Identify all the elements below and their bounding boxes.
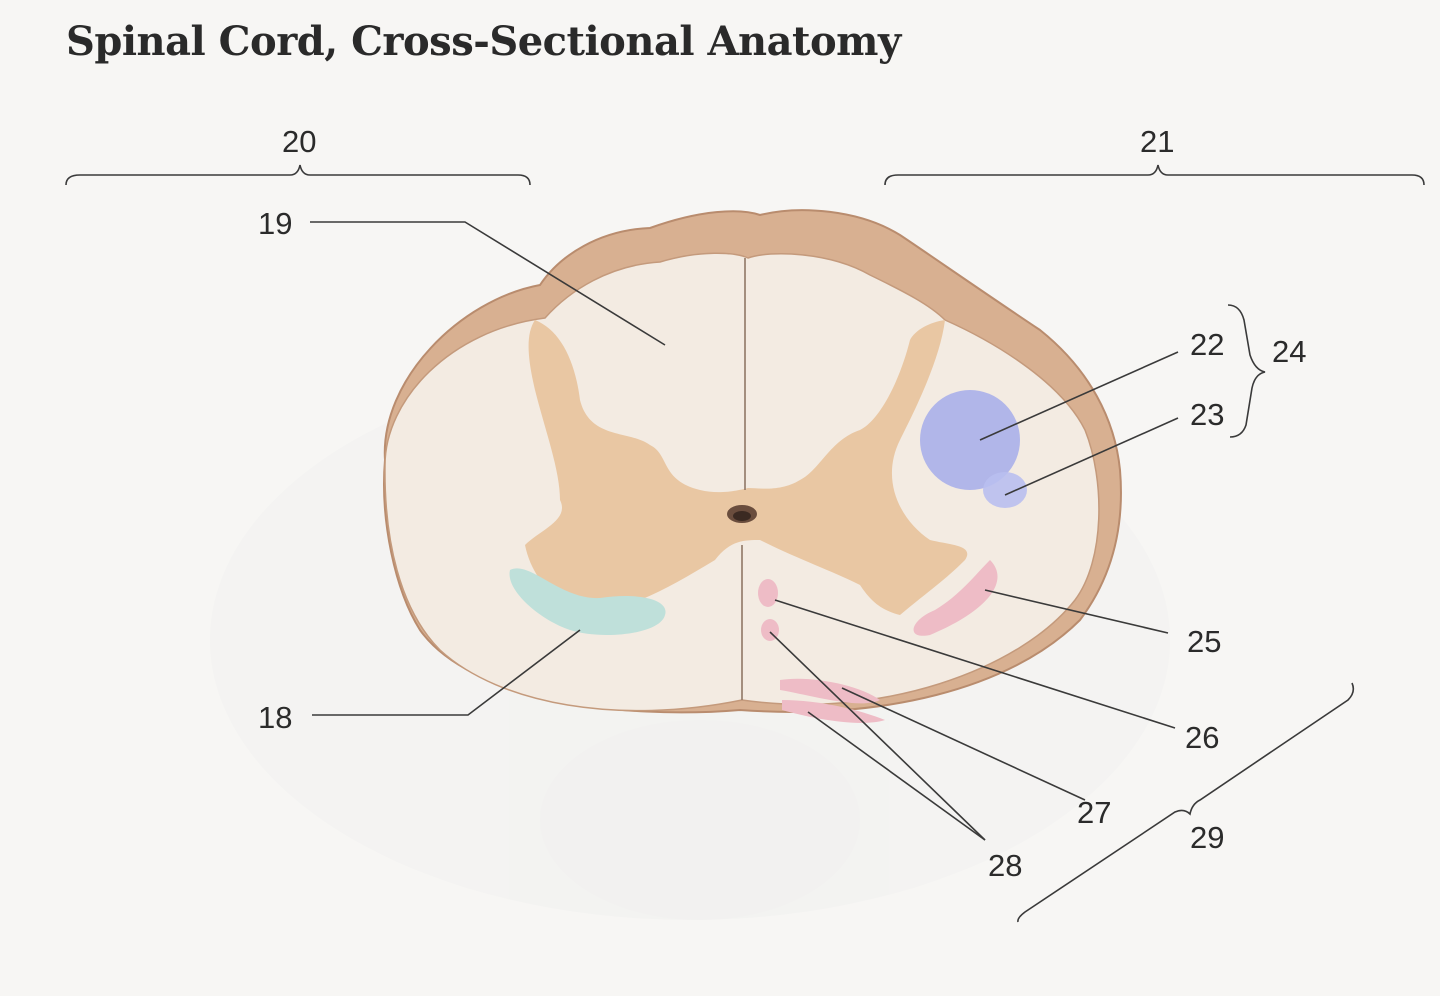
label-18: 18: [258, 700, 292, 735]
leader-28-b: [807, 711, 986, 841]
leader-22: [979, 351, 1179, 441]
tract-22: [920, 390, 1020, 490]
label-24: 24: [1272, 334, 1306, 369]
tract-23: [983, 472, 1027, 508]
label-19: 19: [258, 206, 292, 241]
tract-28: [782, 700, 885, 723]
label-20: 20: [282, 124, 316, 159]
label-29: 29: [1190, 820, 1224, 855]
leader-18: [312, 629, 581, 716]
label-27: 27: [1077, 795, 1111, 830]
brace-21: [884, 164, 1425, 186]
leader-27: [841, 687, 1086, 801]
leader-25: [984, 589, 1169, 634]
label-22: 22: [1190, 327, 1224, 362]
tract-26-a: [758, 579, 778, 607]
label-26: 26: [1185, 720, 1219, 755]
leader-19: [310, 221, 666, 346]
label-21: 21: [1140, 124, 1174, 159]
tract-18: [509, 568, 666, 635]
gray-matter: [525, 320, 968, 615]
brace-20: [65, 164, 531, 186]
label-23: 23: [1190, 397, 1224, 432]
tract-25: [913, 560, 998, 636]
leader-28-a: [769, 631, 986, 841]
brace-24: [1227, 304, 1266, 438]
leader-23: [1004, 417, 1179, 496]
label-28: 28: [988, 848, 1022, 883]
brace-29: [1017, 682, 1355, 923]
label-25: 25: [1187, 624, 1221, 659]
page-title: Spinal Cord, Cross-Sectional Anatomy: [66, 18, 901, 65]
leader-26: [774, 599, 1176, 729]
